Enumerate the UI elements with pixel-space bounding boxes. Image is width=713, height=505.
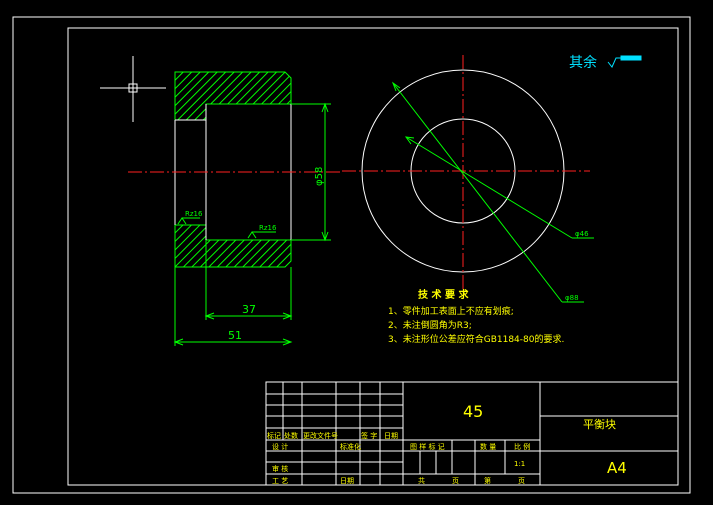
hdr-quantity: 数 量 xyxy=(480,442,496,451)
roughness-label-1: Rz16 xyxy=(185,210,203,218)
end-view: φ46 φ88 xyxy=(342,55,594,303)
roughness-symbol-icon xyxy=(607,55,642,68)
hdr-standardize: 标准化 xyxy=(340,442,361,451)
dim-length-51: 51 xyxy=(228,329,242,342)
dim-diameter-88: φ88 xyxy=(565,294,579,302)
dim-diameter-58: φ58 xyxy=(314,167,325,186)
roughness-label-2: Rz16 xyxy=(259,224,277,232)
hdr-change-doc: 更改文件号 xyxy=(303,431,338,440)
hdr-mark: 标记 xyxy=(267,431,281,440)
roughness-note: 其余 xyxy=(569,54,597,71)
title-block xyxy=(265,381,679,486)
hdr-review: 审 核 xyxy=(272,464,288,473)
hdr-page-no: 第 xyxy=(484,476,491,485)
outer-frame xyxy=(12,16,691,494)
hdr-sheet: 页 xyxy=(452,477,459,485)
hdr-count: 处数 xyxy=(284,431,298,440)
tech-req-title: 技 术 要 求 xyxy=(418,288,469,301)
hdr-stage-mark: 图 样 标 记 xyxy=(410,442,445,451)
hdr-sheet2: 页 xyxy=(518,477,525,485)
section-view: φ58 37 51 Rz16 Rz16 xyxy=(128,71,342,346)
hdr-ratio: 比 例 xyxy=(514,442,530,451)
crosshair-cursor xyxy=(100,56,166,122)
hatch-top xyxy=(174,71,292,121)
tech-req-item-2: 2、未注倒圆角为R3; xyxy=(388,319,472,331)
tech-req-item-3: 3、未注形位公差应符合GB1184-80的要求. xyxy=(388,333,564,345)
hdr-process: 工 艺 xyxy=(272,477,288,485)
sheet-size: A4 xyxy=(607,459,627,477)
hdr-signature: 签 字 xyxy=(361,431,377,440)
tech-req-item-1: 1、零件加工表面上不应有划痕; xyxy=(388,305,514,317)
hdr-date: 日期 xyxy=(384,432,398,440)
material-value: 45 xyxy=(463,402,483,421)
hdr-date2: 日期 xyxy=(340,477,354,485)
dim-diameter-46: φ46 xyxy=(575,230,589,238)
dim-length-37: 37 xyxy=(242,303,256,316)
part-name: 平衡块 xyxy=(583,418,616,431)
hdr-design: 设 计 xyxy=(272,442,288,451)
hdr-total: 共 xyxy=(418,476,425,485)
scale-value: 1:1 xyxy=(514,460,525,468)
